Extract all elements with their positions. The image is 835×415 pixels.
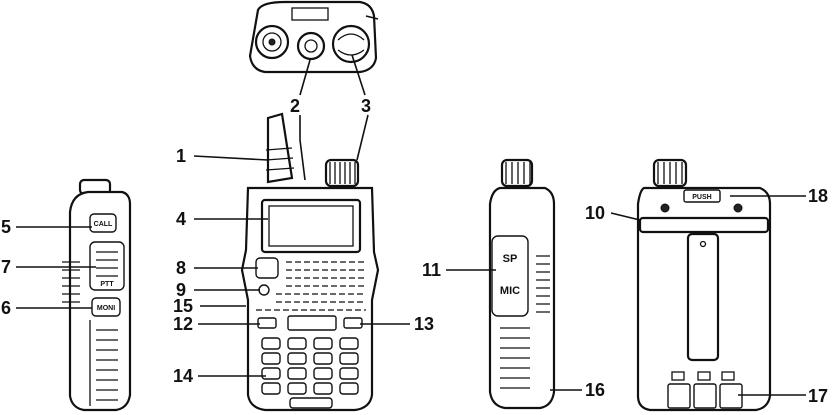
moni-button[interactable] — [91, 297, 121, 317]
callout-9: 9 — [176, 280, 186, 300]
sp-label: SP — [503, 253, 518, 265]
call-button[interactable] — [89, 213, 117, 233]
top-view — [248, 0, 379, 74]
callout-7: 7 — [1, 257, 11, 277]
speaker-grille — [256, 261, 366, 311]
display-screen — [260, 198, 362, 254]
indicator-led-icon — [258, 284, 270, 296]
function-button-8[interactable] — [255, 257, 279, 279]
callout-5: 5 — [1, 217, 11, 237]
callout-2: 2 — [290, 96, 300, 116]
belt-clip-screw-right-icon — [733, 203, 743, 213]
battery-contact-3 — [719, 383, 743, 409]
callout-15: 15 — [173, 296, 193, 316]
battery-contact-2 — [693, 383, 717, 409]
callout-11: 11 — [422, 260, 441, 280]
sp-mic-jack-cover[interactable] — [491, 235, 529, 317]
front-view — [240, 112, 380, 412]
callout-8: 8 — [176, 258, 186, 278]
callout-3: 3 — [361, 96, 371, 116]
battery-release-button[interactable] — [683, 189, 721, 203]
callout-13: 13 — [414, 314, 434, 334]
left-side-view: CALL PTT MONI — [62, 178, 132, 412]
callout-12: 12 — [173, 314, 193, 334]
callout-6: 6 — [1, 298, 11, 318]
callout-numbers: 1 2 3 4 5 6 7 8 9 10 11 12 13 14 15 16 1… — [1, 96, 828, 406]
callout-1: 1 — [176, 146, 186, 166]
callout-14: 14 — [173, 366, 193, 386]
leader-lines — [16, 54, 806, 396]
mic-label: MIC — [500, 285, 520, 297]
front-knob-icon — [324, 158, 360, 188]
callout-4: 4 — [176, 209, 186, 229]
button-12[interactable] — [257, 317, 277, 329]
call-label: CALL — [94, 221, 113, 228]
button-13[interactable] — [343, 317, 363, 329]
belt-clip — [686, 232, 720, 362]
center-window — [287, 315, 337, 331]
ptt-label: PTT — [100, 281, 114, 288]
antenna-icon — [266, 112, 294, 184]
top-knob-icon — [331, 24, 371, 64]
belt-clip-screw-left-icon — [660, 203, 670, 213]
accessory-jack-icon — [296, 31, 326, 61]
callout-10: 10 — [585, 203, 605, 223]
callout-18: 18 — [808, 186, 828, 206]
keypad[interactable] — [261, 337, 359, 395]
callout-16: 16 — [585, 380, 605, 400]
push-label: PUSH — [692, 194, 711, 201]
ptt-button[interactable] — [89, 241, 125, 291]
moni-label: MONI — [97, 305, 115, 312]
battery-contact-1 — [667, 383, 691, 409]
callout-17: 17 — [808, 386, 828, 406]
right-side-view: SP MIC — [488, 158, 556, 410]
back-view: PUSH — [636, 158, 772, 412]
